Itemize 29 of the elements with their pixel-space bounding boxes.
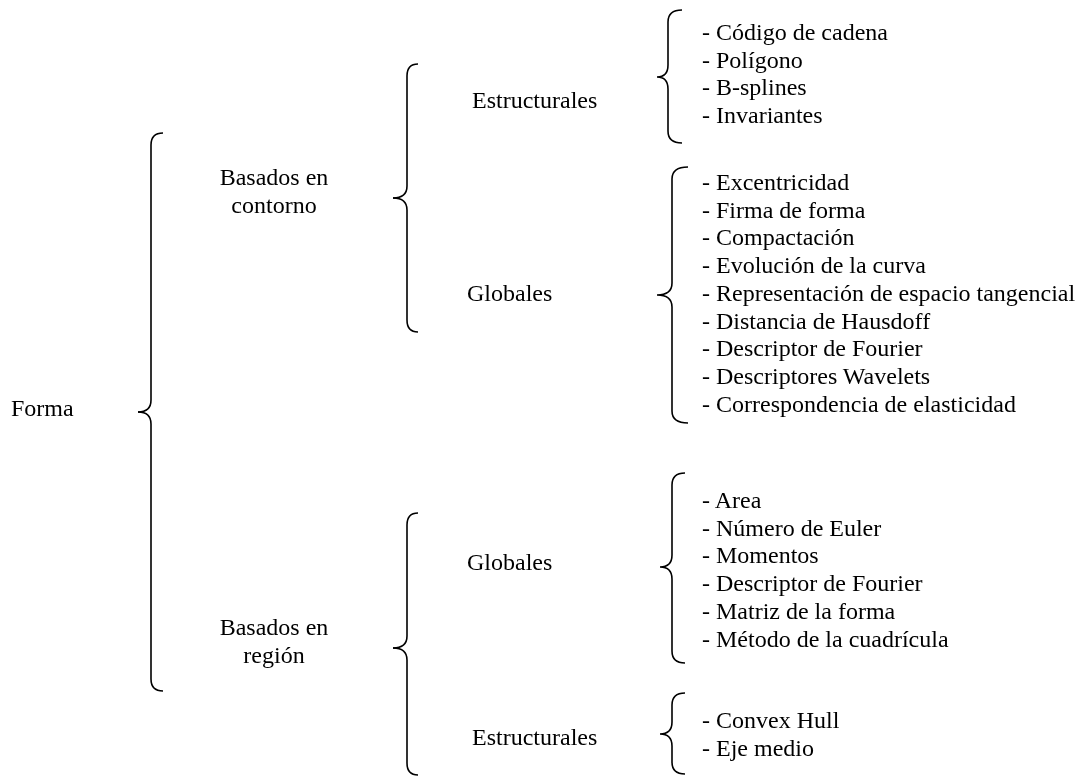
list-item: - Firma de forma — [702, 196, 867, 225]
list-item: - Evolución de la curva — [702, 252, 927, 280]
list-item: - Momentos — [702, 542, 820, 571]
list-item: - Polígono — [702, 46, 804, 75]
category-label: Forma — [11, 394, 74, 422]
list-item: - Excentricidad — [702, 169, 851, 197]
list-item: - Invariantes — [702, 102, 824, 130]
list-item: - Número de Euler — [702, 514, 883, 543]
category-label: Globales — [467, 548, 553, 576]
list-item: - Código de cadena — [702, 19, 888, 47]
category-label: Estructurales — [472, 86, 598, 114]
list-item: - Representación de espacio tangencial — [702, 279, 1076, 308]
category-label: Basados en región — [218, 613, 330, 669]
category-label: Estructurales — [472, 723, 598, 751]
list-item: - Correspondencia de elasticidad — [702, 390, 1017, 419]
list-item: - Convex Hull — [702, 707, 840, 735]
list-item: - Area — [702, 487, 763, 515]
list-item: - Descriptor de Fourier — [702, 335, 924, 363]
list-item: - Distancia de Hausdoff — [702, 307, 932, 336]
list-item: - B-splines — [702, 74, 808, 103]
list-item: - Método de la cuadrícula — [702, 625, 949, 654]
list-item: - Descriptores Wavelets — [702, 362, 932, 391]
category-label: Basados en contorno — [218, 163, 330, 219]
category-label: Globales — [467, 279, 553, 307]
list-item: - Compactación — [702, 224, 856, 253]
list-item: - Matriz de la forma — [702, 597, 897, 626]
list-item: - Descriptor de Fourier — [702, 570, 924, 598]
brace-connector — [137, 411, 164, 692]
list-item: - Eje medio — [702, 734, 815, 763]
